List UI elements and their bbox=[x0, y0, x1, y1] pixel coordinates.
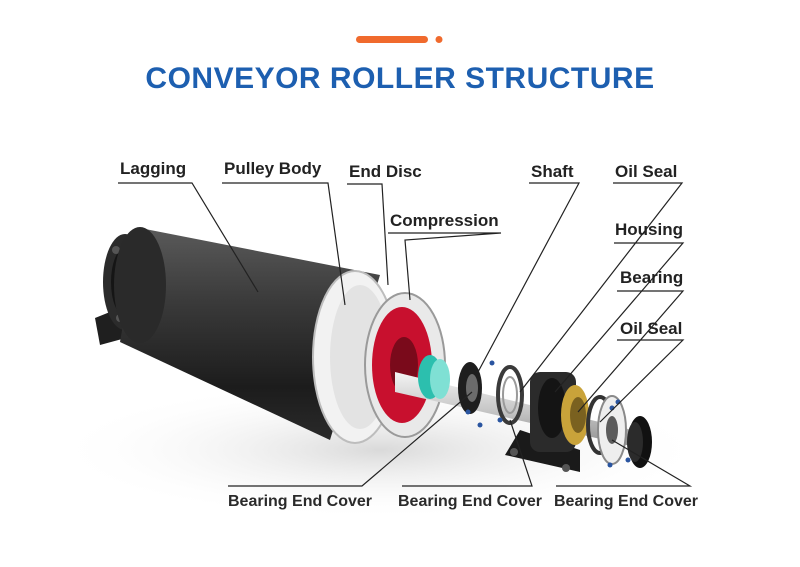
label-bearing-end-cover-middle: Bearing End Cover bbox=[398, 493, 543, 510]
bearing-part bbox=[561, 385, 589, 445]
label-oil-seal-top: Oil Seal bbox=[615, 162, 678, 181]
end-cap bbox=[627, 416, 652, 468]
bearing-end-cover-part bbox=[458, 362, 482, 414]
bolts bbox=[465, 360, 631, 468]
title-accent-bar bbox=[356, 36, 428, 43]
label-lagging: Lagging bbox=[120, 159, 187, 178]
label-pulley-body: Pulley Body bbox=[224, 159, 322, 178]
title-accent-dot bbox=[435, 36, 443, 43]
label-housing: Housing bbox=[615, 220, 683, 239]
oil-seal-part bbox=[496, 365, 524, 425]
page-title: CONVEYOR ROLLER STRUCTURE bbox=[145, 62, 655, 95]
label-oil-seal-right: Oil Seal bbox=[620, 319, 683, 338]
label-end-disc: End Disc bbox=[349, 162, 422, 181]
leader-lines bbox=[118, 182, 693, 487]
label-bearing: Bearing bbox=[620, 268, 684, 287]
label-compression: Compression bbox=[390, 211, 499, 230]
label-bearing-end-cover-right: Bearing End Cover bbox=[554, 493, 699, 510]
label-shaft: Shaft bbox=[531, 162, 574, 181]
compression-ring bbox=[418, 355, 450, 399]
label-bearing-end-cover-left: Bearing End Cover bbox=[228, 493, 373, 510]
end-cover-plate bbox=[597, 395, 627, 465]
